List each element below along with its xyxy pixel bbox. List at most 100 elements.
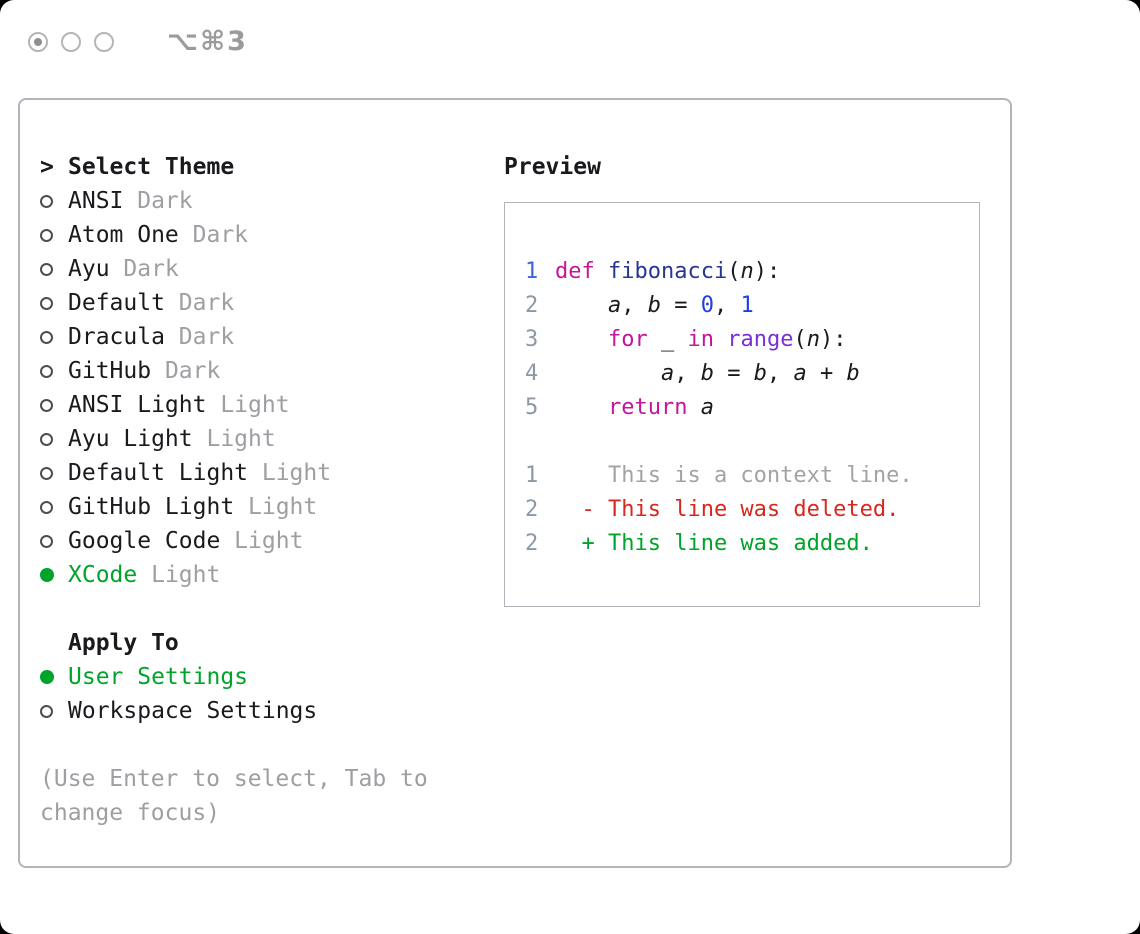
theme-option-ansi-light[interactable]: ANSI Light Light bbox=[40, 388, 480, 422]
radio-selected-icon bbox=[40, 568, 54, 582]
theme-option-label: Default Dark bbox=[68, 290, 234, 316]
theme-name: Ayu Light bbox=[68, 426, 193, 452]
radio-icon bbox=[40, 534, 53, 548]
theme-option-google-code[interactable]: Google Code Light bbox=[40, 524, 480, 558]
theme-name: ANSI bbox=[68, 188, 124, 214]
code-segment: b bbox=[647, 292, 661, 318]
code-segment: range bbox=[727, 326, 794, 352]
theme-variant: Dark bbox=[164, 290, 235, 316]
hint-line-1: (Use Enter to select, Tab to bbox=[40, 766, 428, 792]
code-segment: b bbox=[700, 360, 714, 386]
apply-option-workspace-settings[interactable]: Workspace Settings bbox=[40, 694, 480, 728]
code-segment bbox=[555, 361, 661, 386]
code-line: 2 a, b = 0, 1 bbox=[525, 288, 979, 322]
theme-variant: Light bbox=[234, 494, 318, 520]
theme-variant: Dark bbox=[164, 324, 235, 350]
theme-option-label: XCode Light bbox=[68, 562, 220, 588]
radio-icon bbox=[40, 228, 53, 242]
code-segment: This is a context line. bbox=[555, 462, 913, 488]
line-text: - This line was deleted. bbox=[555, 497, 899, 522]
theme-option-label: Dracula Dark bbox=[68, 324, 234, 350]
traffic-light-minimize-icon[interactable] bbox=[61, 31, 81, 52]
theme-name: GitHub Light bbox=[68, 494, 235, 520]
radio-selected-icon bbox=[40, 670, 54, 684]
theme-variant: Light bbox=[206, 392, 290, 418]
line-number: 1 bbox=[525, 258, 539, 284]
select-theme-header: > Select Theme bbox=[40, 150, 480, 184]
code-segment: in bbox=[687, 326, 714, 352]
window-shortcut-label: ⌥⌘3 bbox=[167, 26, 248, 57]
hint-line-2: change focus) bbox=[40, 800, 221, 826]
diff-line: 2 + This line was added. bbox=[525, 526, 979, 560]
hint-text: (Use Enter to select, Tab to change focu… bbox=[40, 762, 480, 830]
apply-option-user-settings[interactable]: User Settings bbox=[40, 660, 480, 694]
line-number: 3 bbox=[525, 326, 539, 352]
preview-title: Preview bbox=[504, 154, 601, 180]
theme-option-default[interactable]: Default Dark bbox=[40, 286, 480, 320]
theme-name: Google Code bbox=[68, 528, 221, 554]
theme-name: GitHub bbox=[68, 358, 152, 384]
radio-icon bbox=[40, 398, 53, 412]
traffic-light-zoom-icon[interactable] bbox=[94, 31, 114, 52]
line-number: 5 bbox=[525, 394, 539, 420]
code-segment: n bbox=[806, 326, 820, 352]
theme-option-label: ANSI Dark bbox=[68, 188, 193, 214]
apply-to-title: Apply To bbox=[68, 630, 179, 656]
line-number: 2 bbox=[525, 292, 539, 318]
code-segment: + bbox=[806, 360, 847, 386]
line-number: 2 bbox=[525, 530, 539, 556]
apply-option-label: Workspace Settings bbox=[68, 698, 318, 724]
traffic-light-close-icon[interactable] bbox=[28, 31, 48, 52]
theme-option-label: Google Code Light bbox=[68, 528, 303, 554]
theme-option-ayu[interactable]: Ayu Dark bbox=[40, 252, 480, 286]
code-line: 3 for _ in range(n): bbox=[525, 322, 979, 356]
theme-option-label: GitHub Light Light bbox=[68, 494, 317, 520]
theme-name: XCode bbox=[68, 562, 138, 588]
theme-variant: Dark bbox=[123, 188, 193, 214]
theme-name: Default Light bbox=[68, 460, 249, 486]
theme-variant: Light bbox=[220, 528, 304, 554]
code-segment: = bbox=[660, 292, 701, 318]
code-segment: def bbox=[555, 258, 608, 284]
theme-option-label: ANSI Light Light bbox=[68, 392, 290, 418]
line-text: This is a context line. bbox=[555, 463, 913, 488]
radio-icon bbox=[40, 364, 53, 378]
theme-option-dracula[interactable]: Dracula Dark bbox=[40, 320, 480, 354]
radio-icon bbox=[40, 500, 53, 514]
code-segment: = bbox=[713, 360, 754, 386]
theme-variant: Light bbox=[137, 562, 221, 588]
code-segment: b bbox=[846, 360, 860, 386]
radio-icon bbox=[40, 432, 53, 446]
code-segment: for bbox=[607, 326, 648, 352]
theme-option-github[interactable]: GitHub Dark bbox=[40, 354, 480, 388]
radio-icon bbox=[40, 704, 53, 718]
theme-option-label: Ayu Light Light bbox=[68, 426, 276, 452]
code-segment: 0 bbox=[700, 292, 714, 318]
theme-name: Dracula bbox=[68, 324, 165, 350]
theme-option-ayu-light[interactable]: Ayu Light Light bbox=[40, 422, 480, 456]
code-segment: a bbox=[607, 292, 622, 318]
radio-icon bbox=[40, 330, 53, 344]
theme-option-label: Default Light Light bbox=[68, 460, 331, 486]
theme-option-github-light[interactable]: GitHub Light Light bbox=[40, 490, 480, 524]
code-segment: a bbox=[660, 360, 675, 386]
theme-option-atom-one[interactable]: Atom One Dark bbox=[40, 218, 480, 252]
theme-option-ansi[interactable]: ANSI Dark bbox=[40, 184, 480, 218]
code-segment: a bbox=[700, 394, 714, 420]
code-segment: , bbox=[713, 292, 741, 318]
code-segment: ): bbox=[753, 258, 781, 284]
line-text: a, b = 0, 1 bbox=[555, 293, 754, 318]
theme-option-xcode[interactable]: XCode Light bbox=[40, 558, 480, 592]
code-segment: 1 bbox=[740, 292, 754, 318]
prompt-caret: > bbox=[40, 154, 54, 180]
code-diff-gap bbox=[525, 424, 979, 458]
code-segment bbox=[555, 327, 608, 352]
theme-variant: Dark bbox=[151, 358, 221, 384]
code-segment: ): bbox=[819, 326, 847, 352]
theme-option-default-light[interactable]: Default Light Light bbox=[40, 456, 480, 490]
